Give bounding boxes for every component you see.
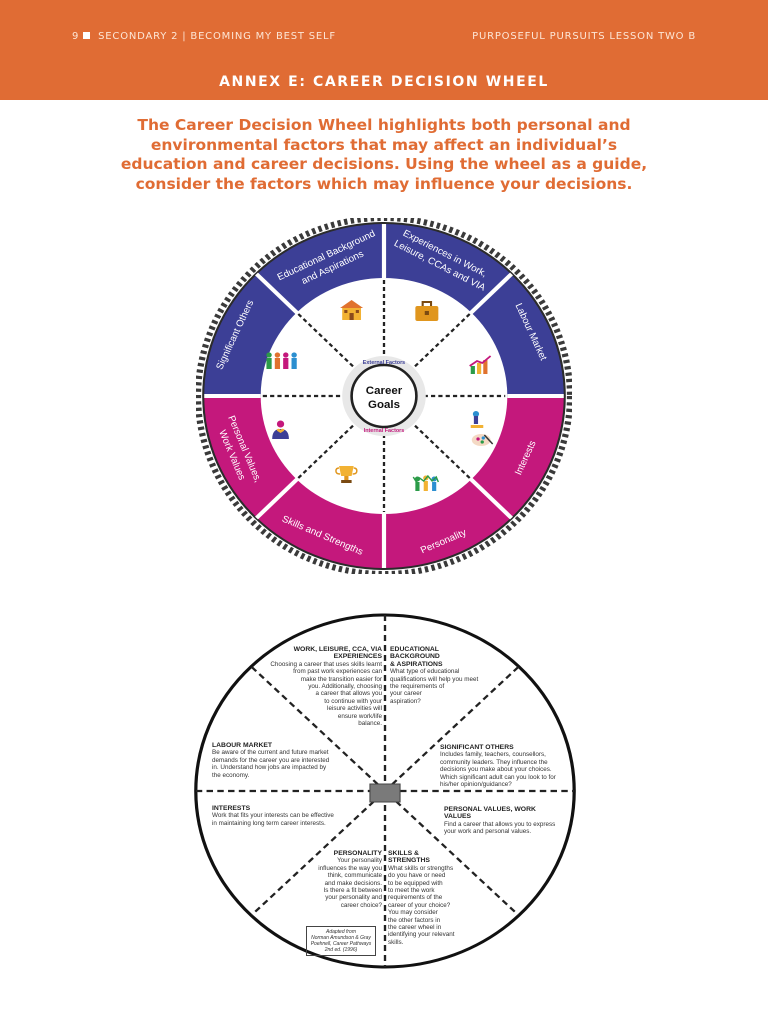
- citation-box: Adapted from Norman Amundson & Gray Poeh…: [306, 926, 376, 956]
- growth-chart-icon: [469, 355, 492, 374]
- trophy-icon: [335, 466, 358, 483]
- family-icon: [266, 352, 297, 369]
- school-icon: [340, 300, 364, 320]
- people-cheering-icon: [412, 474, 440, 491]
- internal-factors-label: Internal Factors: [364, 428, 405, 434]
- page-title: ANNEX E: CAREER DECISION WHEEL: [219, 74, 549, 90]
- microscope-palette-icon: [470, 411, 494, 446]
- page-number: 9: [72, 31, 80, 42]
- running-header-right: PURPOSEFUL PURSUITS LESSON TWO B: [472, 31, 696, 42]
- person-heart-icon: [272, 420, 289, 439]
- worksheet-wheel: [194, 613, 576, 969]
- text-personal-values: PERSONAL VALUES, WORK VALUES Find a care…: [444, 806, 556, 836]
- text-significant-others: SIGNIFICANT OTHERS Includes family, teac…: [440, 744, 556, 789]
- text-skills-strengths: SKILLS & STRENGTHS What skills or streng…: [388, 850, 455, 946]
- center-label-line1: Career: [366, 385, 403, 397]
- text-educational-background: EDUCATIONAL BACKGROUND & ASPIRATIONS Wha…: [390, 646, 479, 705]
- career-decision-wheel: Career Goals External Factors Internal F…: [196, 218, 572, 574]
- text-labour-market: LABOUR MARKET Be aware of the current an…: [212, 742, 330, 779]
- header-bar: 9 SECONDARY 2 | BECOMING MY BEST SELF PU…: [0, 0, 768, 100]
- intro-paragraph: The Career Decision Wheel highlights bot…: [120, 116, 648, 193]
- running-header-left: 9 SECONDARY 2 | BECOMING MY BEST SELF: [72, 31, 336, 42]
- book-title: SECONDARY 2 | BECOMING MY BEST SELF: [98, 31, 336, 42]
- briefcase-icon: [415, 301, 439, 321]
- external-factors-label: External Factors: [363, 360, 405, 366]
- square-bullet-icon: [83, 32, 91, 39]
- text-personality: PERSONALITY Your personality influences …: [318, 850, 382, 909]
- text-work-experiences: WORK, LEISURE, CCA, VIA EXPERIENCES Choo…: [270, 646, 382, 728]
- center-tape: [369, 783, 401, 803]
- text-interests: INTERESTS Work that fits your interests …: [212, 805, 334, 827]
- center-label-line2: Goals: [368, 399, 400, 411]
